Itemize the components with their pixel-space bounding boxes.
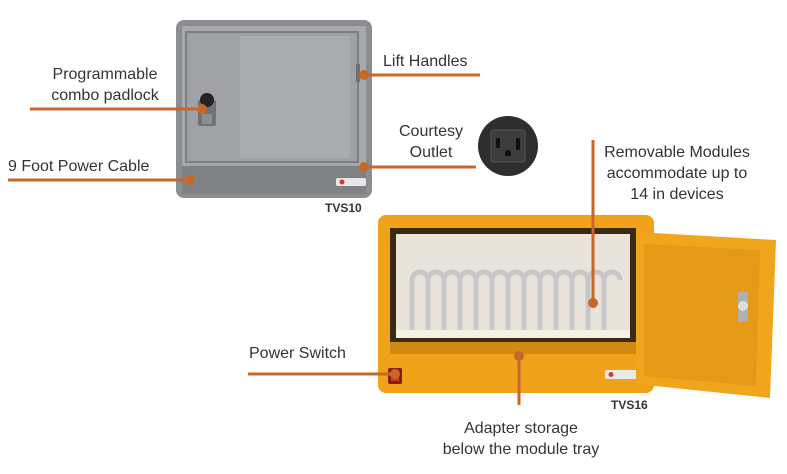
courtesy-outlet-label: Courtesy Outlet <box>385 121 477 163</box>
gray-cabinet <box>176 20 372 198</box>
courtesy-outlet-label-line-1: Courtesy <box>398 123 464 140</box>
padlock-label: Programmable combo padlock <box>30 64 180 106</box>
removable-modules-label-line-2: accommodate up to <box>606 165 748 182</box>
lift-handles-label: Lift Handles <box>383 53 468 70</box>
callout-lines <box>8 73 595 405</box>
adapter-storage-label-line-2: below the module tray <box>442 441 600 458</box>
power-cable-label: 9 Foot Power Cable <box>8 158 150 175</box>
removable-modules-label-line-1: Removable Modules <box>604 144 750 161</box>
outlet-icon <box>478 116 538 176</box>
power-switch-label: Power Switch <box>249 345 346 362</box>
model-label-tvs16: TVS16 <box>611 398 648 412</box>
removable-modules-label-line-3: 14 in devices <box>630 186 724 203</box>
yellow-cabinet <box>378 215 776 398</box>
callout-dots <box>185 70 598 379</box>
padlock-label-line-1: Programmable <box>52 66 158 83</box>
removable-modules-label: Removable Modules accommodate up to 14 i… <box>594 142 760 205</box>
courtesy-outlet-label-line-2: Outlet <box>409 144 453 161</box>
model-label-tvs10: TVS10 <box>325 201 362 215</box>
adapter-storage-label: Adapter storage below the module tray <box>428 418 614 460</box>
padlock-label-line-2: combo padlock <box>51 87 159 104</box>
adapter-storage-label-line-1: Adapter storage <box>464 420 578 437</box>
